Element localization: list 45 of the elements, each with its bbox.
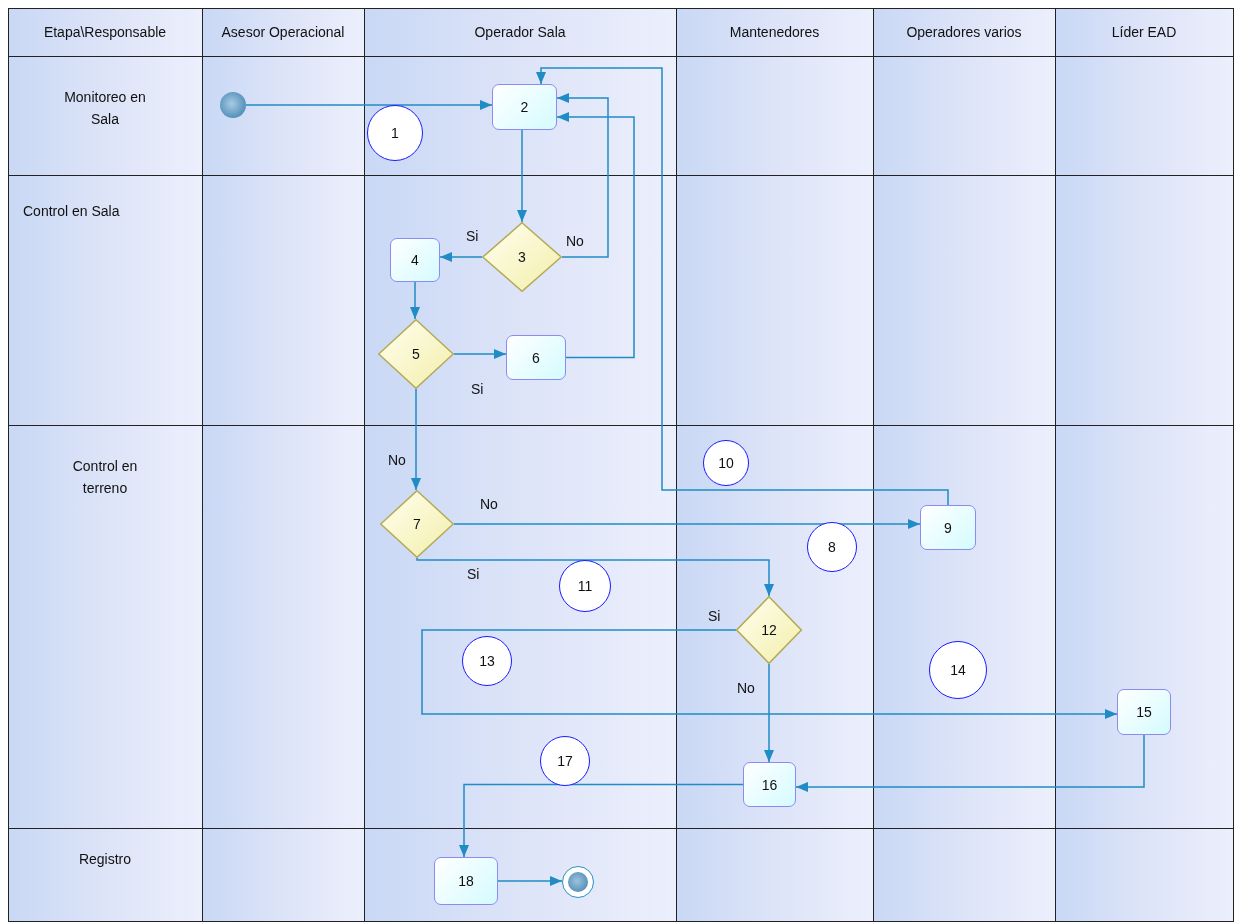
process-box: 6 — [506, 335, 566, 380]
arrow — [497, 876, 563, 886]
arrow — [556, 112, 635, 359]
edge-label: No — [566, 233, 584, 249]
arrow — [416, 557, 774, 597]
lane-header: Operadores varios — [905, 23, 1023, 42]
edge-label: Si — [471, 381, 484, 397]
process-box: 2 — [492, 84, 557, 130]
process-box: 4 — [390, 238, 440, 282]
lane-label: Control en Sala — [23, 202, 121, 221]
process-box: 18 — [434, 857, 498, 905]
lane-header: Etapa\Responsable — [42, 23, 168, 42]
edge-label: No — [480, 496, 498, 512]
arrow — [536, 67, 949, 506]
lane-header: Operador Sala — [473, 23, 567, 42]
decision-diamond: 5 — [378, 319, 454, 389]
lane-label: Control en terreno — [71, 457, 139, 498]
arrow — [411, 388, 421, 491]
arrow — [556, 93, 609, 258]
edge-label: No — [388, 452, 406, 468]
edge-label: Si — [708, 608, 721, 624]
lane-label: Registro — [77, 850, 133, 869]
arrow — [410, 281, 420, 320]
arrow — [795, 734, 1145, 792]
process-box: 9 — [920, 505, 976, 550]
arrow — [245, 100, 493, 110]
arrow — [453, 519, 921, 529]
lane-header: Mantenedores — [728, 23, 821, 42]
edge-label: Si — [466, 228, 479, 244]
edge-label: No — [737, 680, 755, 696]
arrow — [764, 663, 774, 763]
lane-header: Líder EAD — [1110, 23, 1178, 42]
edge-label: Si — [467, 566, 480, 582]
arrow — [459, 783, 744, 858]
process-box: 16 — [743, 762, 796, 807]
lane-header: Asesor Operacional — [220, 23, 346, 42]
decision-diamond: 3 — [482, 222, 562, 292]
lane-label: Monitoreo en Sala — [63, 88, 147, 129]
arrow — [421, 629, 1118, 719]
process-box: 15 — [1117, 689, 1171, 735]
decision-diamond: 7 — [380, 490, 454, 558]
arrow — [439, 252, 483, 262]
decision-diamond: 12 — [736, 596, 802, 664]
arrow — [453, 349, 507, 359]
arrow — [517, 129, 527, 223]
